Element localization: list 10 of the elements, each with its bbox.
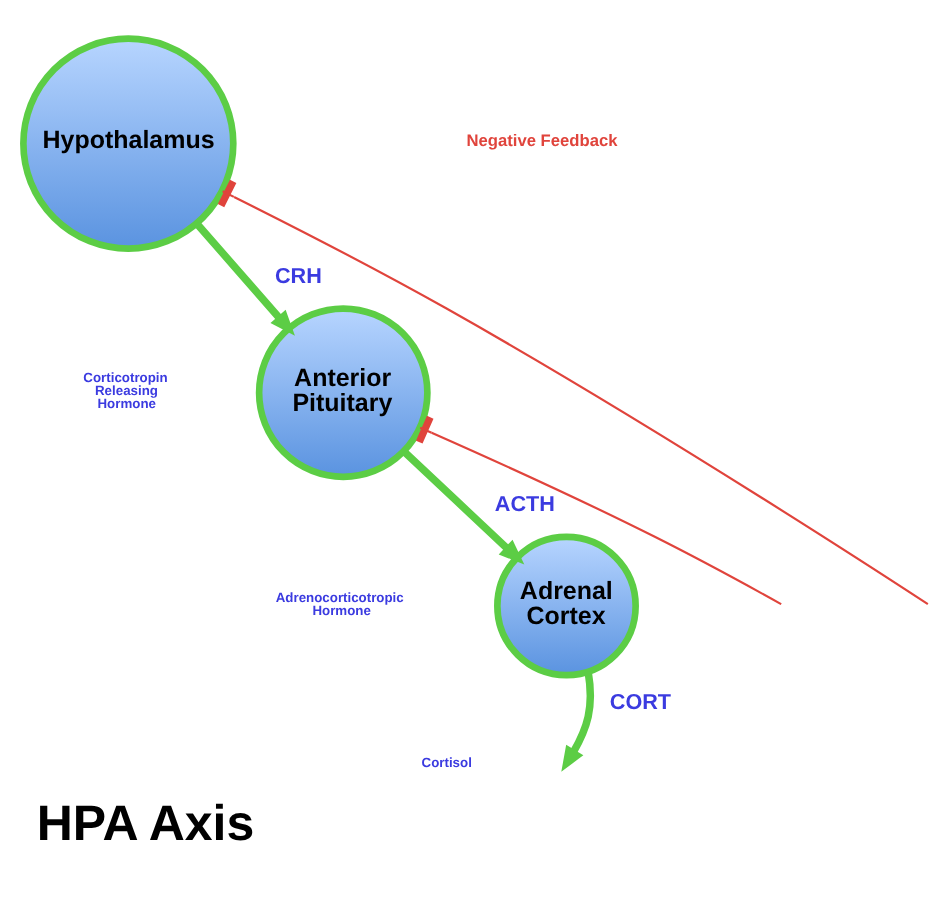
label: Negative Feedback [466,130,618,151]
connector [217,179,929,606]
arrow [401,449,525,565]
arrow [561,671,595,772]
edge-label: CRH [274,264,322,289]
diagram-title: HPA Axis [36,796,255,853]
connector [415,415,782,606]
edge-label: ACTH [494,492,555,517]
edge-label: CORT [609,691,672,716]
arrow [194,221,295,336]
